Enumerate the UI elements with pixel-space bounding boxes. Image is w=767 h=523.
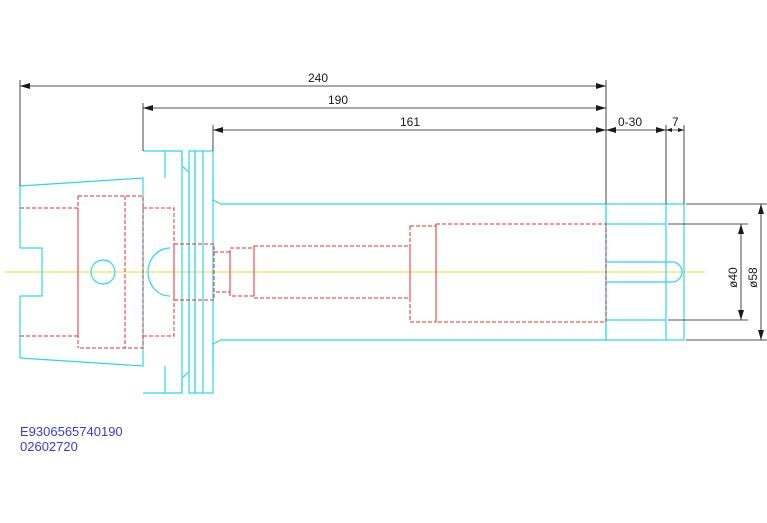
part-code-line1: E9306565740190 bbox=[20, 424, 123, 439]
part-code-line2: 02602720 bbox=[20, 439, 78, 454]
dim-dia40-label: ø40 bbox=[726, 267, 740, 288]
dim-dia58-label: ø58 bbox=[746, 267, 760, 288]
dim-offset-label: 7 bbox=[672, 115, 679, 129]
dimension-lines bbox=[19, 80, 767, 341]
dim-161-label: 161 bbox=[400, 115, 420, 129]
dim-190-label: 190 bbox=[328, 93, 348, 107]
dim-240-label: 240 bbox=[308, 71, 328, 85]
hidden-lines bbox=[20, 195, 607, 349]
dim-adjust-label: 0-30 bbox=[618, 115, 642, 129]
